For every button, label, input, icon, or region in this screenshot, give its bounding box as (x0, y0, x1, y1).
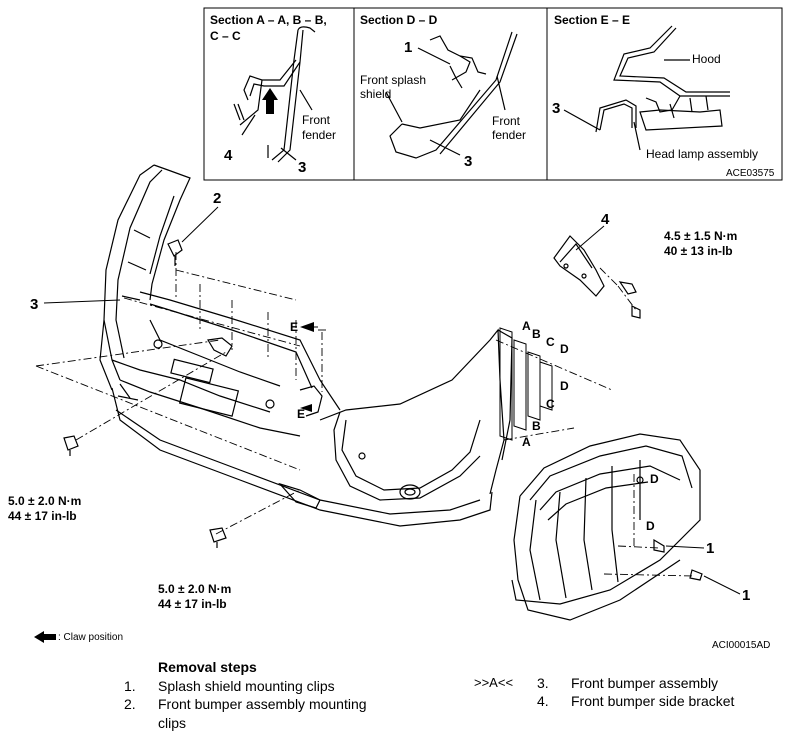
section-aa-num-3: 3 (298, 159, 306, 176)
claw-arrow-icon (262, 88, 278, 114)
arrow-e1-icon (300, 322, 314, 332)
label-num-4: 4 (601, 211, 610, 228)
section-ee-head-lamp: Head lamp assembly (646, 147, 758, 161)
arrow-e2-icon (300, 404, 312, 412)
section-ee-num-3: 3 (552, 100, 560, 117)
section-ee-hood: Hood (692, 52, 721, 66)
torque-bottom-imperial: 44 ± 17 in-lb (158, 597, 227, 611)
section-dd-fender-1: Front (492, 114, 521, 128)
section-dd-title: Section D – D (360, 13, 438, 27)
section-aa-num-4: 4 (224, 147, 233, 164)
section-dd-splash-2: shield (360, 87, 391, 101)
plate-letter-c1: C (546, 335, 555, 349)
section-aa-fender-2: fender (302, 128, 336, 142)
plate-letter-b2: B (532, 419, 541, 433)
torque-bracket-metric: 4.5 ± 1.5 N·m (664, 229, 737, 243)
alignment-lines (35, 252, 695, 577)
section-dd-num-3: 3 (464, 153, 472, 170)
label-num-2: 2 (213, 190, 221, 207)
plate-letter-d1: D (560, 342, 569, 356)
leader-lines (43, 206, 741, 595)
torque-left-imperial: 44 ± 17 in-lb (8, 509, 77, 523)
torque-bottom-metric: 5.0 ± 2.0 N·m (158, 582, 231, 596)
section-aa-title-2: C – C (210, 29, 241, 43)
section-dd: Section D – D 1 Front splash shield Fron… (360, 13, 526, 170)
claw-legend-text: : Claw position (58, 632, 123, 643)
label-e2: E (297, 407, 305, 421)
splash-shield-drawing (511, 433, 703, 621)
plate-letter-d2: D (560, 379, 569, 393)
plate-letter-a1: A (522, 319, 531, 333)
diagram-code: ACI00015AD (712, 640, 770, 651)
label-d2: D (646, 519, 655, 533)
plate-letter-a2: A (522, 435, 531, 449)
section-ee-code: ACE03575 (726, 168, 775, 179)
section-aa-title: Section A – A, B – B, (210, 13, 327, 27)
plate-letter-c2: C (546, 397, 555, 411)
section-aa: Section A – A, B – B, C – C Front fender… (210, 13, 336, 176)
section-boxes (203, 7, 783, 181)
label-num-3: 3 (30, 296, 38, 313)
section-plates (499, 327, 553, 441)
torque-left-metric: 5.0 ± 2.0 N·m (8, 494, 81, 508)
side-bracket-drawing (553, 235, 641, 319)
label-num-1b: 1 (742, 587, 750, 604)
front-bumper-drawing (99, 164, 513, 527)
label-e1: E (290, 320, 298, 334)
section-ee: Section E – E Hood 3 Head lamp assembly … (552, 13, 775, 179)
torque-bracket-imperial: 40 ± 13 in-lb (664, 244, 733, 258)
plate-letters: A B C D D C B A (522, 319, 569, 449)
plate-letter-b1: B (532, 327, 541, 341)
label-num-1a: 1 (706, 540, 714, 557)
section-dd-splash-1: Front splash (360, 73, 426, 87)
clips (63, 239, 227, 548)
section-dd-fender-2: fender (492, 128, 526, 142)
section-aa-fender-1: Front (302, 113, 331, 127)
section-dd-num-1: 1 (404, 39, 412, 56)
section-ee-title: Section E – E (554, 13, 630, 27)
claw-legend-icon (34, 631, 56, 643)
label-d1: D (650, 472, 659, 486)
